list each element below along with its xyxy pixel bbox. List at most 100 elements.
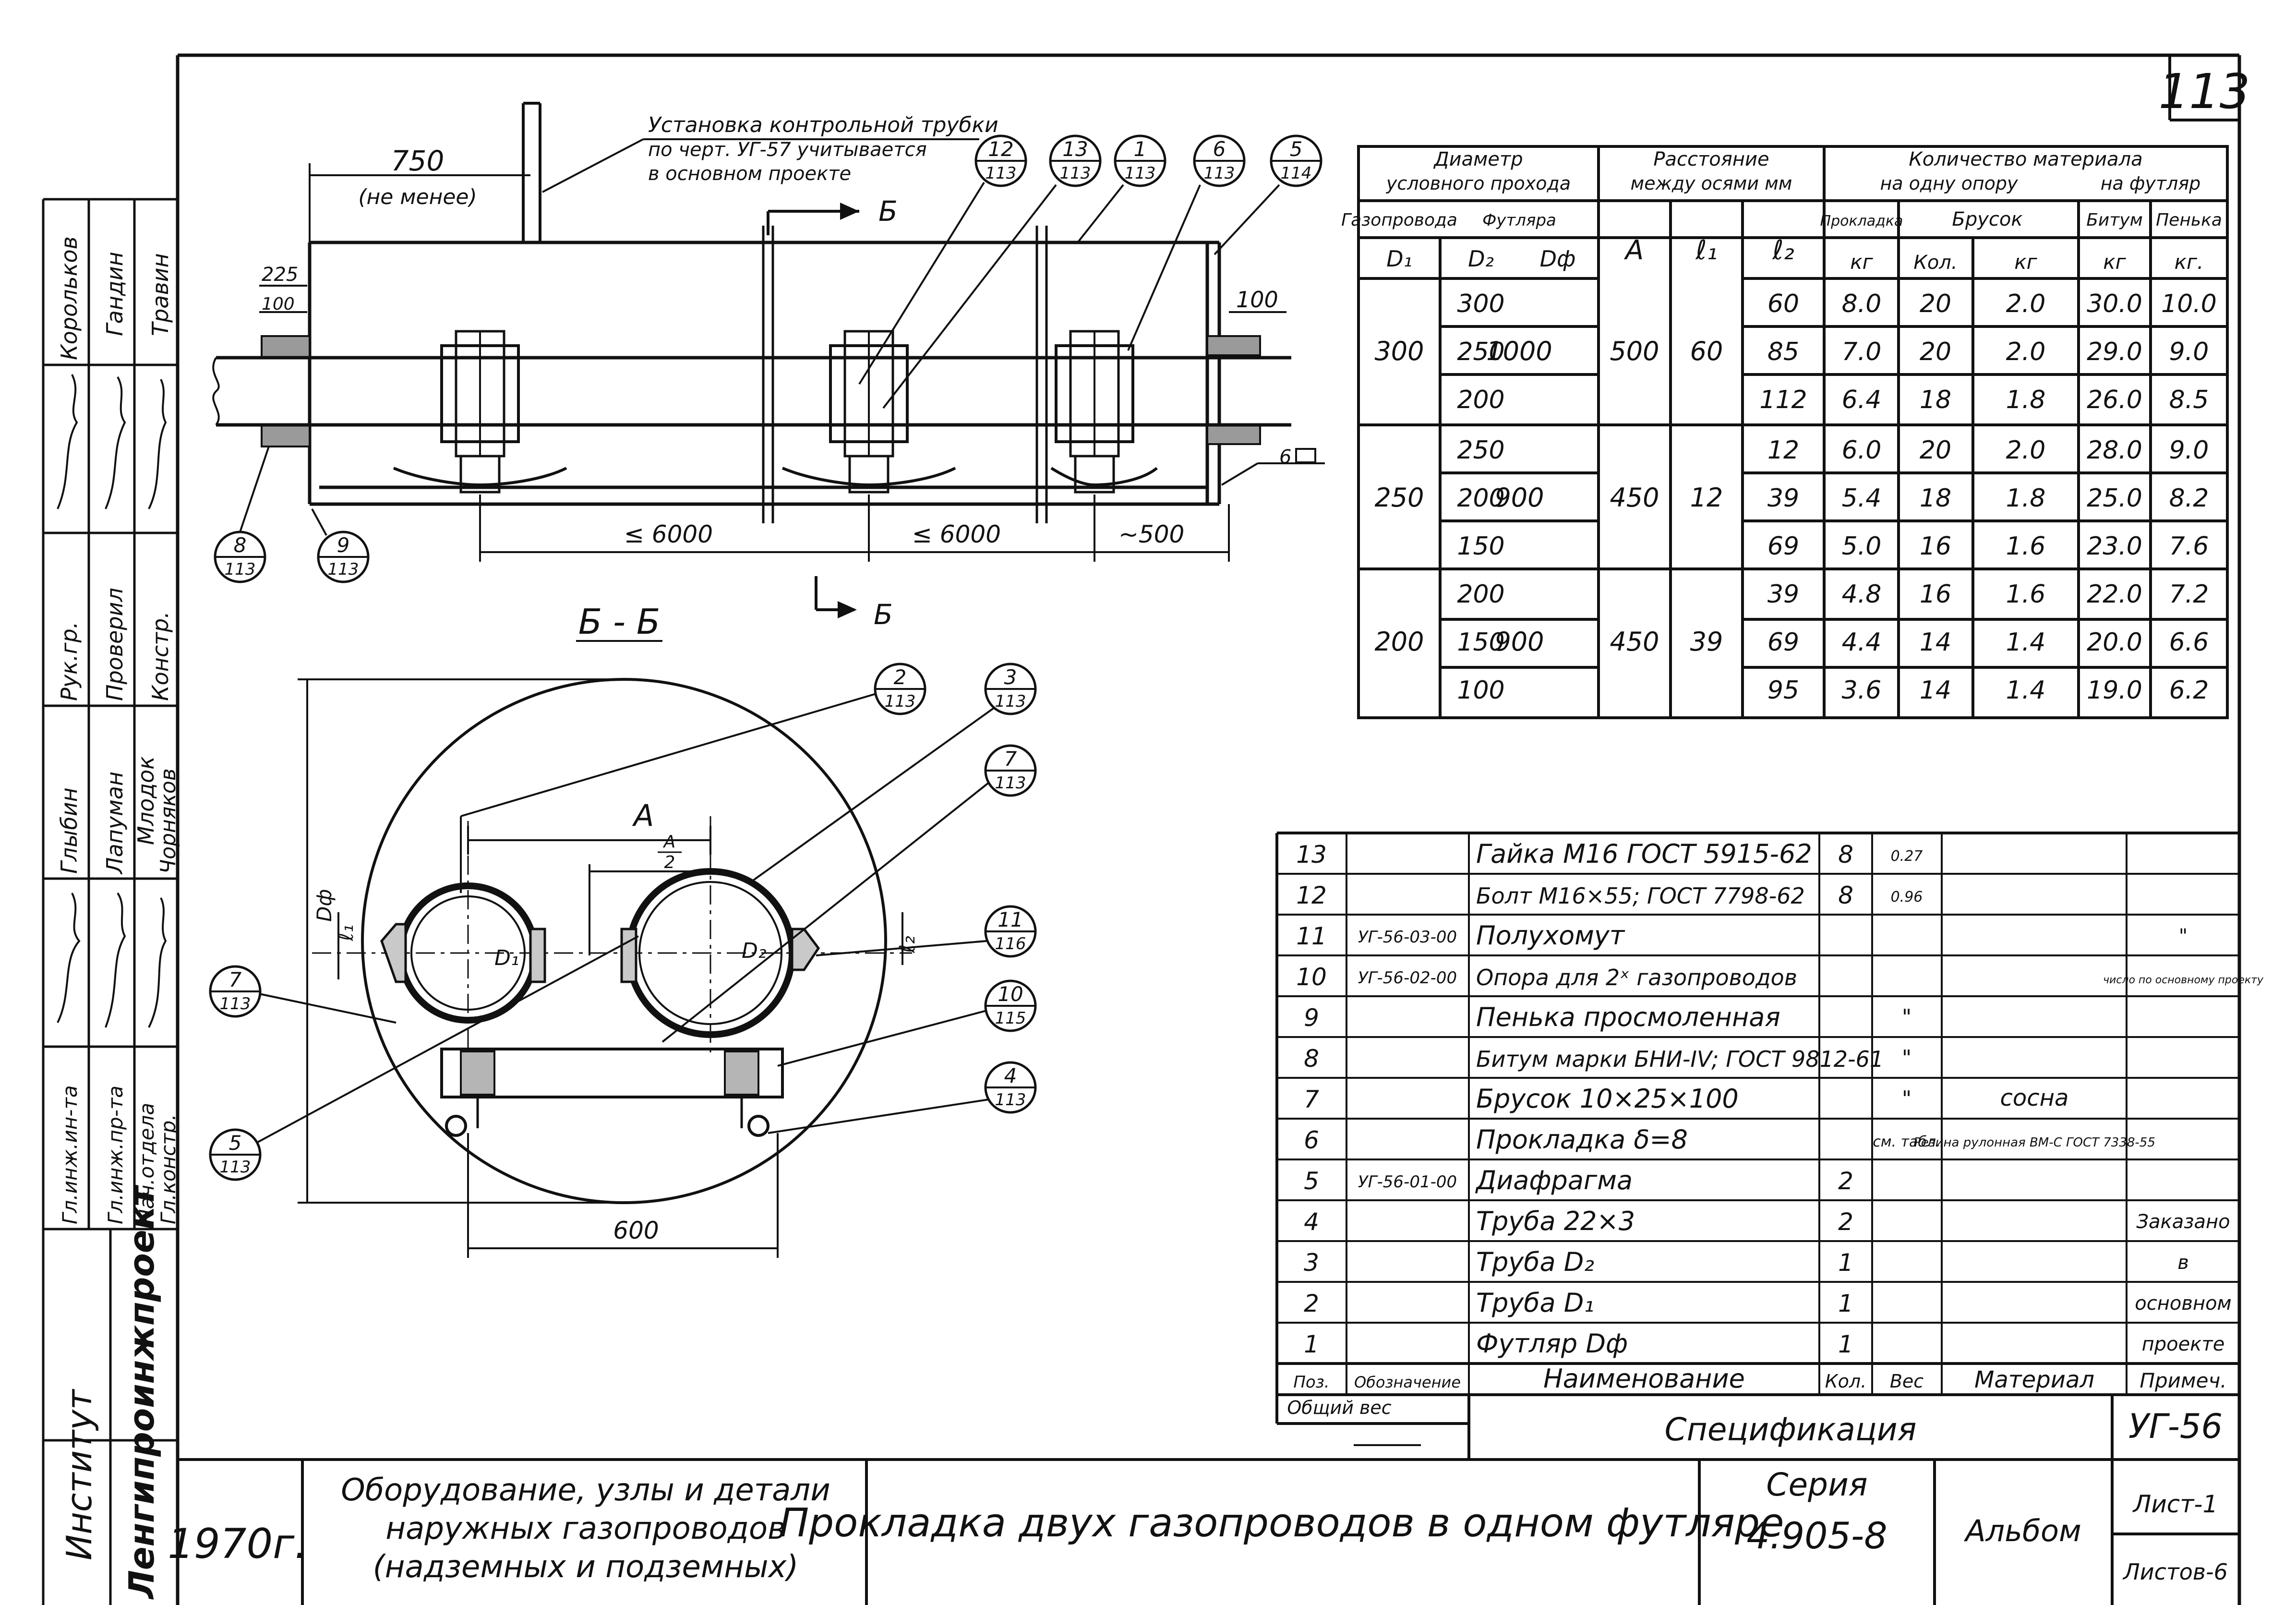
mt-cell: 3.6 <box>1842 676 1882 705</box>
tb-series-label: Серия <box>1766 1466 1867 1503</box>
control-tube-note-3: в основном проекте <box>648 163 851 185</box>
mt-cell: 28.0 <box>2087 436 2142 465</box>
side-stamp: Корольков Гандин Травин Рук.гр. Проверил… <box>42 198 180 1605</box>
mt-cell: 14 <box>1920 628 1951 657</box>
dim-100-left: 100 <box>262 294 295 314</box>
materials-table: Диаметр условного прохода Газопровода Фу… <box>1341 145 2229 719</box>
mt-cell: 5.4 <box>1842 484 1882 513</box>
mt-d1: 300 <box>1374 336 1424 366</box>
sec-callout-11: 11 116 <box>816 905 1037 958</box>
tb-sheet-label: Лист-1 <box>2132 1490 2218 1518</box>
mt-cell: 1.8 <box>2006 386 2046 414</box>
mt-sym-df: Dф <box>1540 246 1576 272</box>
svg-text:2: 2 <box>894 665 907 689</box>
mt-h-pad: Прокладка <box>1820 213 1903 229</box>
mt-sym-d1: D₁ <box>1386 246 1412 272</box>
mt-cell: 22.0 <box>2087 580 2142 609</box>
mt-cell: 5.0 <box>1842 532 1882 561</box>
spec-title: Спецификация <box>1665 1411 1917 1448</box>
svg-text:115: 115 <box>995 1009 1026 1028</box>
mt-cell: 4.8 <box>1842 580 1882 609</box>
dim-A: A <box>632 798 654 833</box>
mt-cell: 7.6 <box>2169 532 2209 561</box>
spec-note: число по основному проекту <box>2103 974 2264 986</box>
svg-text:113: 113 <box>328 560 359 579</box>
sheet-number: 113 <box>2159 63 2250 120</box>
tb-sheets-label: Листов-6 <box>2122 1559 2228 1585</box>
spec-h-weight: Вес <box>1890 1371 1923 1392</box>
spec-qty: 1 <box>1838 1249 1853 1277</box>
mt-cell: 300 <box>1457 290 1504 318</box>
svg-text:113: 113 <box>1060 164 1091 183</box>
mt-cell: 2.0 <box>2006 436 2046 465</box>
mt-sym-l1: ℓ₁ <box>1695 235 1718 266</box>
spec-weight: " <box>1902 1086 1911 1111</box>
mt-cell: 150 <box>1457 532 1504 561</box>
dim-600: 600 <box>613 1217 659 1244</box>
label-d2: D₂ <box>742 939 767 963</box>
spec-qty: 8 <box>1838 841 1853 869</box>
spec-pos: 4 <box>1304 1208 1319 1236</box>
spec-total-weight: Общий вес <box>1287 1397 1391 1418</box>
mt-cell: 200 <box>1457 484 1504 513</box>
sec-callout-4: 4 113 <box>768 1061 1037 1134</box>
mt-cell: 14 <box>1920 676 1951 705</box>
mt-cell: 250 <box>1457 338 1504 366</box>
mt-cell: 60 <box>1767 290 1799 318</box>
control-tube-note-1: Установка контрольной трубки <box>648 113 998 137</box>
spec-pos: 5 <box>1304 1167 1319 1195</box>
svg-text:113: 113 <box>885 692 916 711</box>
spec-name: Прокладка δ=8 <box>1476 1124 1688 1155</box>
spec-note: " <box>2179 925 2188 947</box>
stamp-role-nach-otdela: Нач.отдела <box>135 1103 158 1224</box>
dim-750: 750 <box>391 145 445 177</box>
mt-a: 500 <box>1610 336 1659 366</box>
spec-pos: 3 <box>1304 1249 1319 1277</box>
spec-qty: 2 <box>1838 1167 1853 1195</box>
mt-cell: 39 <box>1767 484 1799 513</box>
left-end-plug-bottom <box>261 424 311 447</box>
support-clamp-2 <box>781 330 956 494</box>
mt-cell: 200 <box>1457 580 1504 609</box>
spec-h-qty: Кол. <box>1825 1371 1867 1392</box>
svg-text:10: 10 <box>998 982 1023 1006</box>
spec-pos: 2 <box>1304 1290 1319 1317</box>
mt-cell: 19.0 <box>2087 676 2142 705</box>
dim-le-6000-1: ≤ 6000 <box>624 520 713 548</box>
stamp-role-ruk-gr: Рук.гр. <box>56 622 82 701</box>
callout-9: 9 113 <box>311 508 370 583</box>
right-end-plug-bottom <box>1206 424 1261 445</box>
weld-mark: 6 <box>1279 446 1291 468</box>
mt-unit-bitumen: кг <box>2103 250 2126 274</box>
mt-h-diameter-2: условного прохода <box>1386 173 1571 194</box>
mt-cell: 112 <box>1759 386 1807 414</box>
support-clamp-1 <box>393 330 567 494</box>
svg-text:113: 113 <box>995 1090 1026 1110</box>
mt-cell: 12 <box>1767 436 1799 465</box>
stamp-role-gl-inzh-inta: Гл.инж.ин-та <box>58 1085 82 1224</box>
mt-cell: 23.0 <box>2087 532 2142 561</box>
svg-text:12: 12 <box>988 137 1013 161</box>
svg-text:9: 9 <box>337 533 350 557</box>
tb-album-label: Альбом <box>1963 1513 2081 1548</box>
mt-cell: 18 <box>1920 386 1951 414</box>
callout-12: 12 113 <box>858 134 1027 385</box>
spec-pos: 8 <box>1304 1045 1319 1073</box>
spec-weight: " <box>1902 1046 1911 1070</box>
svg-text:5: 5 <box>229 1131 242 1155</box>
mt-df: 1000 <box>1486 336 1552 366</box>
mt-cell: 1.8 <box>2006 484 2046 513</box>
spec-pos: 9 <box>1304 1004 1319 1032</box>
mt-cell: 20 <box>1920 436 1951 465</box>
spec-material: сосна <box>2000 1085 2069 1111</box>
stamp-name-korolkov: Корольков <box>56 236 82 360</box>
stamp-role-konstr: Констр. <box>147 611 173 701</box>
spec-name: Полухомут <box>1476 920 1625 951</box>
mt-sym-d2: D₂ <box>1468 246 1494 272</box>
sec-callout-7a: 7 113 <box>661 744 1037 1043</box>
mt-d1: 250 <box>1374 483 1424 513</box>
callout-1: 1 113 <box>1077 134 1166 243</box>
spec-weight: 0.96 <box>1891 889 1923 905</box>
tb-drawing-title: Прокладка двух газопроводов в одном футл… <box>779 1500 1784 1546</box>
